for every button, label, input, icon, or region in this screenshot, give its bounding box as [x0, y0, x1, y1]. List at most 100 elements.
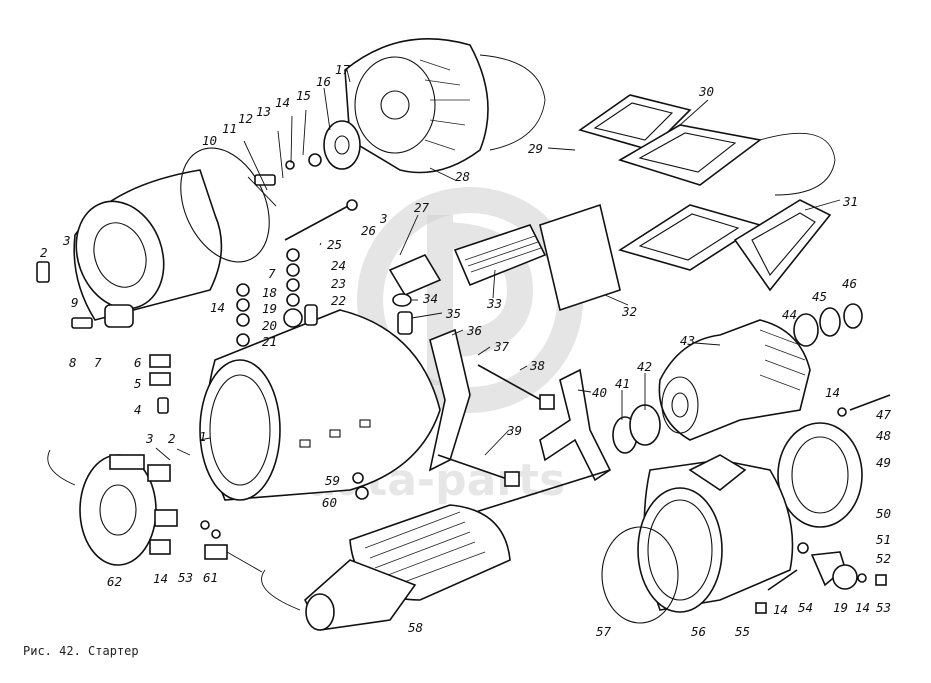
callout-19: 19 [262, 301, 277, 316]
callout-59: 59 [325, 473, 340, 488]
callout-36: 36 [466, 323, 482, 338]
callout-14: 14 [773, 602, 788, 617]
o-ring-part [601, 526, 679, 624]
callout-2: 2 [40, 245, 48, 260]
armature-part [261, 469, 611, 631]
screw-part [767, 569, 798, 591]
callout-47: 47 [876, 407, 892, 422]
callout-3: 3 [379, 211, 388, 226]
callout-55: 55 [735, 624, 750, 639]
washer-part [346, 199, 358, 211]
callout-14: 14 [153, 571, 168, 586]
screw-part [254, 174, 276, 186]
callout-numbers: 1 2 2 3 3 3 4 5 6 7 7 8 9 10 11 12 13 14… [40, 62, 892, 639]
callout-19: 19 [833, 600, 848, 615]
callout-14: 14 [825, 385, 840, 400]
callout-33: 33 [486, 296, 502, 311]
callout-14: 14 [210, 300, 225, 315]
callout-30: 30 [698, 84, 714, 99]
callout-53: 53 [876, 600, 891, 615]
leader-lines [155, 69, 841, 461]
bolt-head-part [504, 471, 520, 487]
insulator-part [149, 354, 171, 368]
drive-housing-part [637, 454, 794, 613]
callout-34: 34 [422, 291, 438, 306]
washer-part [308, 153, 322, 167]
washer-part [392, 293, 412, 307]
nut-part [355, 486, 369, 500]
field-coil-part [578, 94, 836, 292]
callout-3: 3 [145, 431, 154, 446]
washer-part [832, 564, 858, 590]
terminal-block-part [453, 224, 547, 287]
callout-28: 28 [455, 169, 470, 184]
callout-29: 29 [528, 141, 543, 156]
brush-holder-part [147, 464, 171, 482]
callout-31: 31 [842, 194, 858, 209]
bolt-part [437, 454, 511, 481]
callout-53: 53 [178, 570, 193, 585]
callout-58: 58 [408, 620, 423, 635]
ring-part [629, 404, 661, 446]
ring-part [819, 307, 841, 337]
brush-holder-assembly-part [344, 38, 546, 174]
window-part [359, 419, 371, 428]
callout-8: 8 [69, 355, 77, 370]
callout-48: 48 [876, 428, 891, 443]
callout-60: 60 [322, 495, 337, 510]
callout-5: 5 [134, 376, 142, 391]
bolt-part [477, 364, 551, 406]
callout-27: 27 [414, 200, 430, 215]
housing-part [199, 309, 441, 501]
washer-part [211, 529, 221, 539]
callout-46: 46 [842, 276, 857, 291]
callout-52: 52 [876, 551, 891, 566]
callout-56: 56 [691, 624, 706, 639]
screw-part [397, 311, 413, 335]
bolt-head-part [539, 394, 555, 410]
callout-1: 1 [199, 429, 207, 444]
nut-part [755, 602, 767, 614]
callout-35: 35 [445, 306, 461, 321]
callout-40: 40 [592, 385, 607, 400]
callout-2: 2 [168, 431, 176, 446]
callout-7: 7 [94, 355, 102, 370]
callout-61: 61 [203, 570, 218, 585]
callout-54: 54 [798, 600, 813, 615]
window-part [329, 429, 341, 438]
callout-32: 32 [621, 304, 637, 319]
callout-24: 24 [331, 258, 346, 273]
bolt-part [36, 261, 50, 283]
washer-part [200, 520, 210, 530]
figure-caption: Рис. 42. Стартер [23, 644, 139, 658]
brush-plate-part [47, 449, 178, 566]
callout-9: 9 [71, 295, 79, 310]
plate-part [388, 253, 442, 297]
flange-ring-part [777, 422, 863, 528]
pole-shoe-part [539, 203, 621, 312]
washer-part [797, 542, 809, 554]
callout-14: 14 [855, 600, 870, 615]
gasket-ring-part [180, 147, 270, 263]
fastener-stack-part [236, 248, 318, 347]
brush-holder-part [154, 509, 178, 527]
callout-42: 42 [637, 359, 652, 374]
callout-7: 7 [268, 266, 276, 281]
callout-45: 45 [812, 289, 827, 304]
callout-51: 51 [876, 532, 891, 547]
callout-49: 49 [876, 455, 891, 470]
callout-39: 39 [506, 423, 522, 438]
callout-57: 57 [596, 624, 612, 639]
ring-part [793, 313, 819, 347]
washer-part [352, 472, 364, 484]
callout-4: 4 [134, 402, 142, 417]
shift-fork-part [539, 368, 612, 482]
callout-6: 6 [134, 355, 142, 370]
window-part [299, 439, 311, 448]
brush-holder-part [109, 454, 145, 470]
callout-18: 18 [262, 285, 277, 300]
callout-12: 12 [238, 111, 253, 126]
callout-13: 13 [256, 104, 271, 119]
callout-16: 16 [316, 74, 331, 89]
